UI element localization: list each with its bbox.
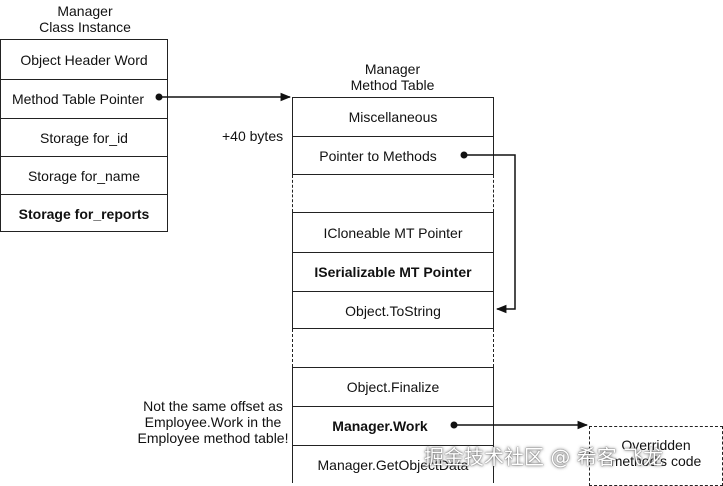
mt-title: Manager Method Table (330, 61, 455, 93)
mt-row-misc: Miscellaneous (348, 109, 438, 125)
manager-work-arrow (450, 420, 589, 430)
mt-row-pointer-to-methods: Pointer to Methods (293, 136, 493, 175)
mt-gap2-right (493, 329, 494, 367)
instance-box: Object Header Word Method Table Pointer … (0, 39, 168, 232)
note-line3: Employee method table! (137, 430, 289, 446)
note-line1: Not the same offset as (143, 398, 283, 414)
watermark: 掘金技术社区 @ 希客 飞龙 (424, 445, 664, 469)
mt-gap1-right (493, 175, 494, 212)
offset-label: +40 bytes (222, 128, 284, 144)
instance-row-id: Storage for_id (1, 118, 167, 156)
offset-note: Not the same offset as Employee.Work in … (128, 398, 298, 446)
instance-row-mt-pointer: Method Table Pointer (1, 79, 167, 118)
mt-row-getobjectdata: Manager.GetObjectData (293, 445, 493, 484)
instance-row-name: Storage for_name (1, 156, 167, 194)
instance-row-reports: Storage for_reports (1, 194, 167, 232)
mt-bottom-section: Object.Finalize Manager.Work Manager.Get… (292, 367, 494, 483)
mt-row-finalize: Object.Finalize (346, 379, 440, 395)
mt-row-icloneable: ICloneable MT Pointer (323, 224, 463, 241)
mt-top-section: Miscellaneous Pointer to Methods (292, 97, 494, 175)
override-line2: method's code (610, 453, 702, 469)
mt-pointer-arrow (155, 92, 292, 102)
mt-row-tostring: Object.ToString (293, 291, 493, 329)
mt-gap1-left (292, 175, 293, 212)
mt-title-line1: Manager (364, 61, 421, 77)
mt-gap2-left (292, 329, 293, 367)
instance-title: Manager Class Instance (20, 3, 150, 35)
instance-title-line2: Class Instance (39, 19, 131, 35)
mt-row-iserializable: ISerializable MT Pointer (293, 252, 493, 291)
note-line2: Employee.Work in the (144, 414, 282, 430)
mt-mid-section: ICloneable MT Pointer ISerializable MT P… (292, 212, 494, 329)
override-line1: Overridden (621, 437, 691, 453)
mt-row-manager-work: Manager.Work (293, 406, 493, 445)
instance-title-line1: Manager (57, 3, 113, 19)
pointer-to-methods-arrow (460, 151, 516, 314)
instance-row-header: Object Header Word (20, 51, 148, 68)
mt-title-line2: Method Table (350, 77, 435, 93)
